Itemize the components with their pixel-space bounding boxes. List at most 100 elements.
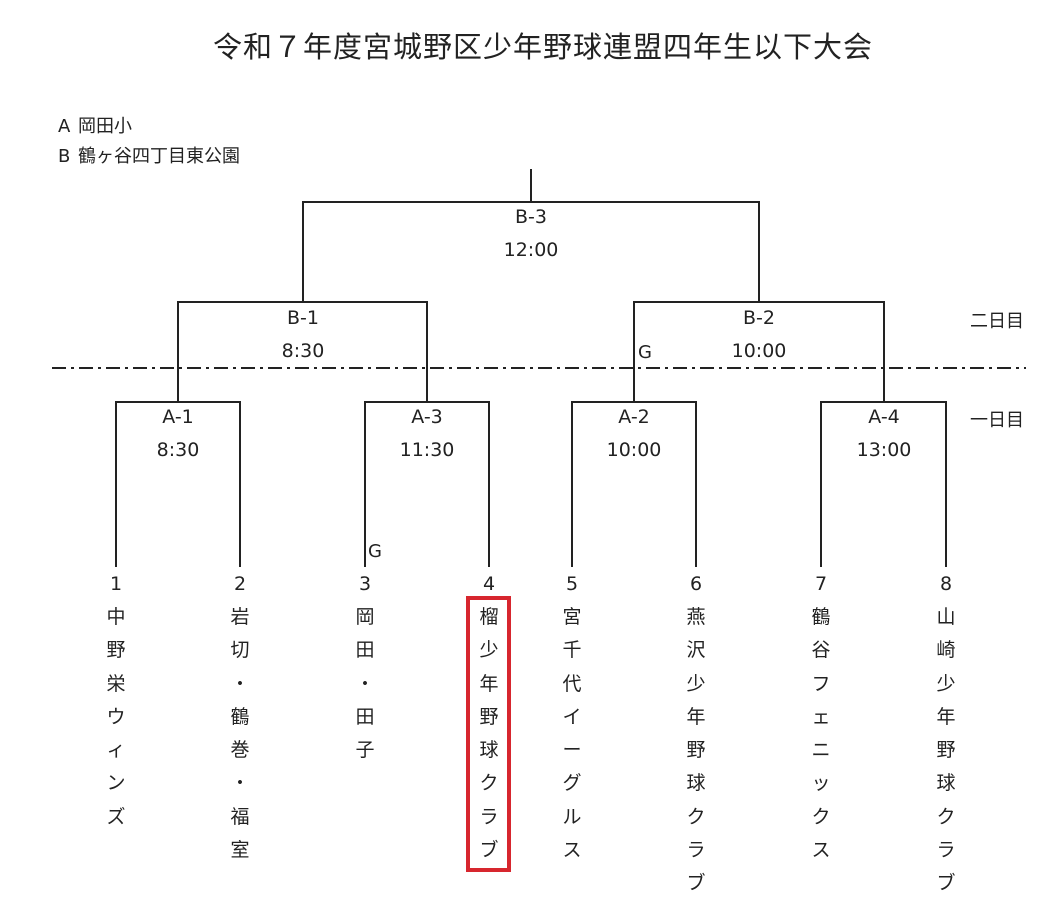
team-8: 8 山崎少年野球クラブ bbox=[926, 568, 966, 901]
team-name-char: ス bbox=[811, 839, 831, 862]
venue-code: B bbox=[58, 146, 71, 167]
team-number: 8 bbox=[939, 573, 953, 595]
bracket-a1 bbox=[115, 401, 241, 567]
team-number: 3 bbox=[358, 573, 372, 595]
team-name-char: ク bbox=[936, 805, 956, 828]
team-name-char: 田 bbox=[355, 705, 375, 728]
team-number: 2 bbox=[233, 573, 247, 595]
team-name-char: ィ bbox=[106, 739, 126, 762]
team-name-char: ・ bbox=[230, 672, 250, 695]
team-name-char: ズ bbox=[106, 805, 126, 828]
team-name-char: 少 bbox=[686, 672, 706, 695]
team-name-char: 少 bbox=[936, 672, 956, 695]
match-a2-id: A-2 bbox=[618, 406, 650, 428]
team-name-char: 鶴 bbox=[230, 705, 250, 728]
team-name-char: 山 bbox=[936, 606, 956, 628]
match-a4-id: A-4 bbox=[868, 406, 900, 428]
match-a3-time: 11:30 bbox=[399, 439, 455, 461]
team-name-char: 球 bbox=[479, 739, 499, 762]
team-name-char: ル bbox=[562, 805, 582, 828]
team-name-char: 千 bbox=[562, 639, 582, 662]
team-name-char: ブ bbox=[479, 839, 499, 862]
team-name: 岩切・鶴巻・福室 bbox=[220, 601, 260, 867]
team-name: 宮千代イーグルス bbox=[552, 601, 592, 867]
team-number: 5 bbox=[565, 573, 579, 595]
team-name-char: 少 bbox=[479, 639, 499, 662]
team-name-char: ン bbox=[106, 772, 126, 795]
day1-label: 一日目 bbox=[970, 410, 1024, 431]
team-name-char: 榴 bbox=[479, 606, 499, 628]
team-name-char: ェ bbox=[811, 705, 831, 728]
team-5: 5 宮千代イーグルス bbox=[552, 568, 592, 867]
team-name-char: 年 bbox=[686, 705, 706, 728]
bracket-a4 bbox=[820, 401, 947, 567]
bracket-b3 bbox=[302, 201, 760, 302]
match-b2-time: 10:00 bbox=[731, 340, 787, 362]
team-number: 4 bbox=[482, 573, 496, 595]
venue-name: 鶴ヶ谷四丁目東公園 bbox=[78, 146, 240, 167]
team-name-char: 子 bbox=[355, 739, 375, 762]
match-b1-time: 8:30 bbox=[281, 340, 325, 362]
team-name-char: 球 bbox=[936, 772, 956, 795]
team-name-char: 年 bbox=[936, 705, 956, 728]
team-name-char: 野 bbox=[106, 639, 126, 662]
team-name-char: 野 bbox=[686, 739, 706, 762]
team-7: 7 鶴谷フェニックス bbox=[801, 568, 841, 867]
team-number: 1 bbox=[109, 573, 123, 595]
bracket-a2 bbox=[571, 401, 697, 567]
team-name-char: ブ bbox=[686, 872, 706, 895]
match-a1-time: 8:30 bbox=[156, 439, 200, 461]
match-a4-time: 13:00 bbox=[856, 439, 912, 461]
team-name-char: ブ bbox=[936, 872, 956, 895]
team-name-char: 谷 bbox=[811, 639, 831, 662]
match-a2-time: 10:00 bbox=[606, 439, 662, 461]
team-name: 鶴谷フェニックス bbox=[801, 601, 841, 867]
day2-label: 二日目 bbox=[970, 311, 1024, 332]
team-name: 中野栄ウィンズ bbox=[96, 601, 136, 834]
match-b2-id: B-2 bbox=[743, 307, 775, 329]
team-name-char: 鶴 bbox=[811, 606, 831, 628]
team-name-char: ク bbox=[811, 805, 831, 828]
team-name-char: 沢 bbox=[686, 639, 706, 662]
team-name-char: ラ bbox=[936, 839, 956, 862]
team-name-char: ラ bbox=[479, 805, 499, 828]
team-name: 榴少年野球クラブ bbox=[469, 601, 509, 867]
team-3: 3 岡田・田子 bbox=[345, 568, 385, 767]
team-name-char: 燕 bbox=[686, 606, 706, 628]
bracket-b2 bbox=[633, 301, 885, 402]
team-number: 6 bbox=[689, 573, 703, 595]
g-mark-b2: G bbox=[638, 342, 652, 363]
team-name-char: 中 bbox=[106, 606, 126, 628]
team-1: 1 中野栄ウィンズ bbox=[96, 568, 136, 834]
team-name-char: 代 bbox=[562, 672, 582, 695]
team-name-char: 宮 bbox=[562, 606, 582, 628]
team-name-char: ・ bbox=[230, 772, 250, 795]
team-number: 7 bbox=[814, 573, 828, 595]
team-name-char: フ bbox=[811, 672, 831, 695]
team-name-char: ウ bbox=[106, 705, 126, 728]
match-b1-id: B-1 bbox=[287, 307, 319, 329]
team-name-char: 福 bbox=[230, 805, 250, 828]
team-4: 4 榴少年野球クラブ bbox=[469, 568, 509, 867]
team-name-char: 崎 bbox=[936, 639, 956, 662]
team-name: 燕沢少年野球クラブ bbox=[676, 601, 716, 901]
team-name-char: ニ bbox=[811, 739, 831, 762]
team-name-char: 栄 bbox=[106, 672, 126, 695]
team-name-char: ・ bbox=[355, 672, 375, 695]
team-name-char: ク bbox=[686, 805, 706, 828]
venue-code: A bbox=[58, 116, 71, 137]
team-name-char: ス bbox=[562, 839, 582, 862]
team-name-char: ー bbox=[562, 739, 582, 762]
team-name-char: 野 bbox=[479, 705, 499, 728]
match-a3-id: A-3 bbox=[411, 406, 443, 428]
match-b3-time: 12:00 bbox=[503, 239, 559, 261]
team-name-char: 巻 bbox=[230, 739, 250, 762]
team-name: 山崎少年野球クラブ bbox=[926, 601, 966, 901]
team-name-char: 室 bbox=[230, 839, 250, 862]
team-name-char: ク bbox=[479, 772, 499, 795]
venue-legend-b: B 鶴ヶ谷四丁目東公園 bbox=[58, 142, 240, 168]
team-name-char: 球 bbox=[686, 772, 706, 795]
bracket-a3 bbox=[364, 401, 490, 567]
